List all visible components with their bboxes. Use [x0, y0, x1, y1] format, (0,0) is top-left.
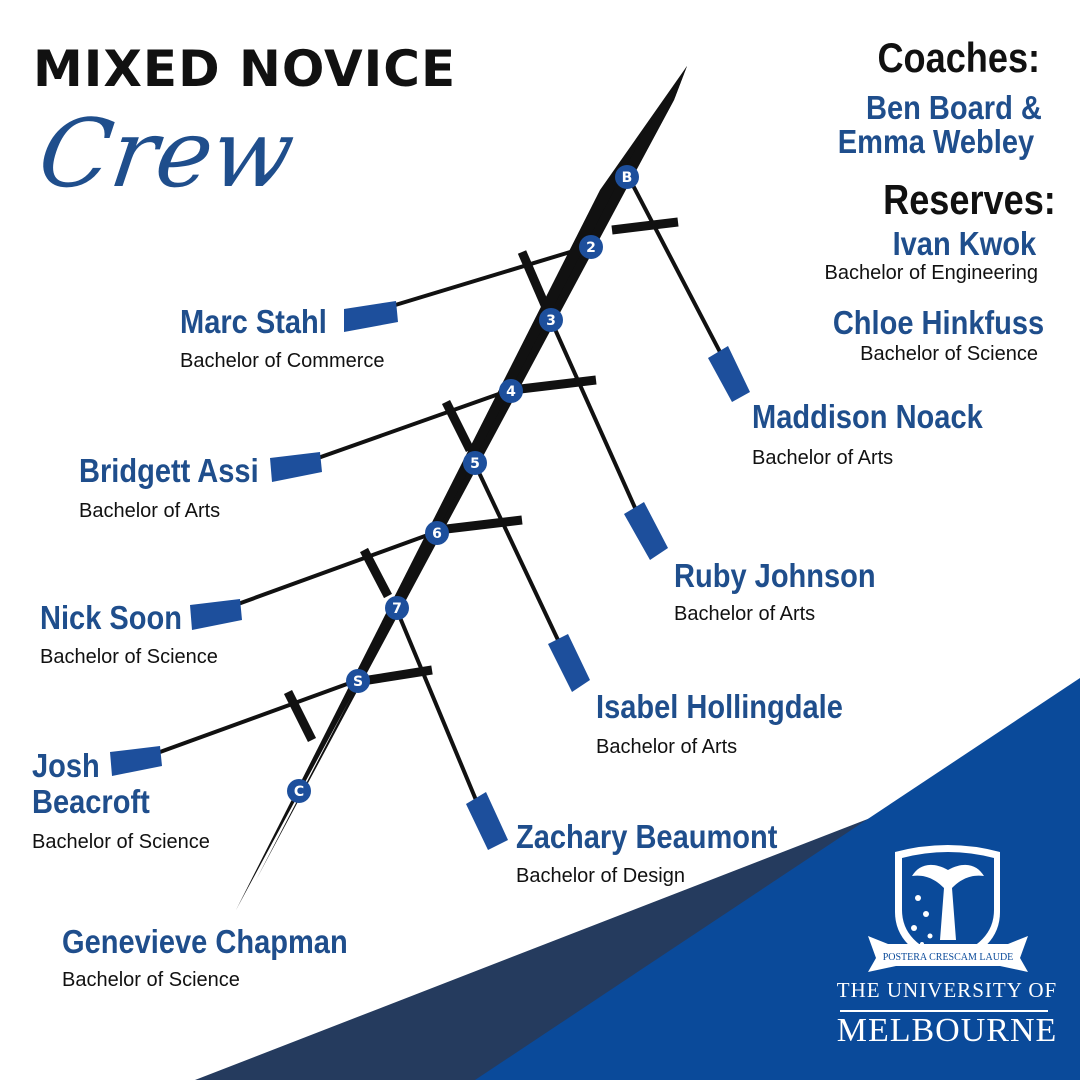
reserves-heading: Reserves: [883, 176, 1056, 223]
reserve-name-1: Ivan Kwok [892, 225, 1036, 262]
crew-degree-6: Bachelor of Science [40, 646, 218, 668]
crew-degree-s: Bachelor of Science [32, 831, 210, 853]
page-subtitle: Crew [32, 100, 301, 209]
seat-marker-2 [579, 235, 603, 259]
reserve-name-2: Chloe Hinkfuss [832, 304, 1044, 341]
crew-name-6: Nick Soon [40, 599, 182, 636]
coaches-heading: Coaches: [877, 34, 1040, 81]
crew-name-4: Bridgett Assi [79, 452, 259, 489]
seat-marker-s [346, 669, 370, 693]
crew-name-b: Maddison Noack [752, 398, 983, 435]
seat-label-b: B [622, 170, 633, 186]
coach-name-2: Emma Webley [837, 123, 1034, 160]
crew-name-7: Zachary Beaumont [516, 818, 778, 855]
seat-marker-b [615, 165, 639, 189]
coach-name-1: Ben Board & [866, 89, 1042, 126]
oar-seat-b [611, 171, 750, 402]
crew-degree-c: Bachelor of Science [62, 969, 240, 991]
seat-label-s: S [353, 674, 363, 690]
crew-degree-4: Bachelor of Arts [79, 500, 221, 522]
seat-label-2: 2 [586, 240, 596, 256]
seat-label-7: 7 [392, 601, 402, 617]
seat-marker-3 [539, 308, 563, 332]
oar-seat-4 [270, 388, 511, 482]
crew-name-c: Genevieve Chapman [62, 923, 348, 960]
seat-marker-7 [385, 596, 409, 620]
university-wordmark-line1: THE UNIVERSITY OF [836, 978, 1058, 1002]
seat-marker-5 [463, 451, 487, 475]
crew-name-3: Ruby Johnson [674, 557, 876, 594]
seat-marker-c [287, 779, 311, 803]
oar-seat-5 [437, 461, 590, 692]
oar-seat-6 [190, 530, 437, 630]
crew-name-2: Marc Stahl [180, 303, 327, 340]
reserve-degree-1: Bachelor of Engineering [824, 262, 1038, 284]
crew-name-s-last: Beacroft [32, 783, 150, 820]
crew-degree-3: Bachelor of Arts [674, 603, 816, 625]
seat-label-c: C [294, 784, 304, 800]
corner-banner-blue [475, 678, 1080, 1080]
seat-label-3: 3 [546, 313, 556, 329]
page-title: MIXED NOVICE [33, 40, 457, 98]
university-crest: POSTERA CRESCAM LAUDE [868, 845, 1028, 972]
oar-seat-3 [511, 317, 668, 560]
seat-label-5: 5 [470, 456, 480, 472]
crew-degree-b: Bachelor of Arts [752, 447, 894, 469]
crew-name-5: Isabel Hollingdale [596, 688, 843, 725]
wordmark-divider [840, 1010, 1048, 1012]
seat-marker-4 [499, 379, 523, 403]
oar-seat-s [110, 678, 359, 776]
seat-label-6: 6 [432, 526, 442, 542]
seat-marker-6 [425, 521, 449, 545]
university-wordmark-line2: MELBOURNE [836, 1012, 1058, 1049]
crest-motto: POSTERA CRESCAM LAUDE [883, 952, 1014, 963]
seat-label-4: 4 [506, 384, 516, 400]
reserve-degree-2: Bachelor of Science [860, 343, 1038, 365]
crew-name-s-first: Josh [32, 747, 100, 784]
crew-degree-2: Bachelor of Commerce [180, 350, 385, 372]
crew-degree-5: Bachelor of Arts [596, 736, 738, 758]
crew-degree-7: Bachelor of Design [516, 865, 685, 887]
